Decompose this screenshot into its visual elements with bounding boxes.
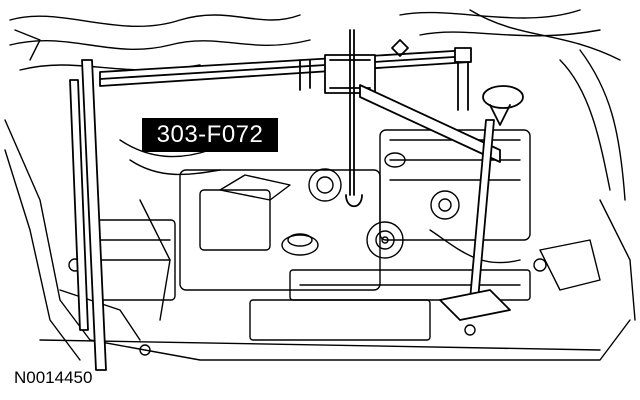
upper-hoses — [9, 9, 626, 201]
support-fixture-tool — [69, 29, 524, 371]
fender-outline — [4, 119, 636, 361]
pulleys-and-caps — [68, 152, 547, 356]
figure-id: N0014450 — [14, 368, 93, 387]
engine-components — [59, 129, 601, 341]
tool-number-callout: 303-F072 — [142, 118, 278, 152]
